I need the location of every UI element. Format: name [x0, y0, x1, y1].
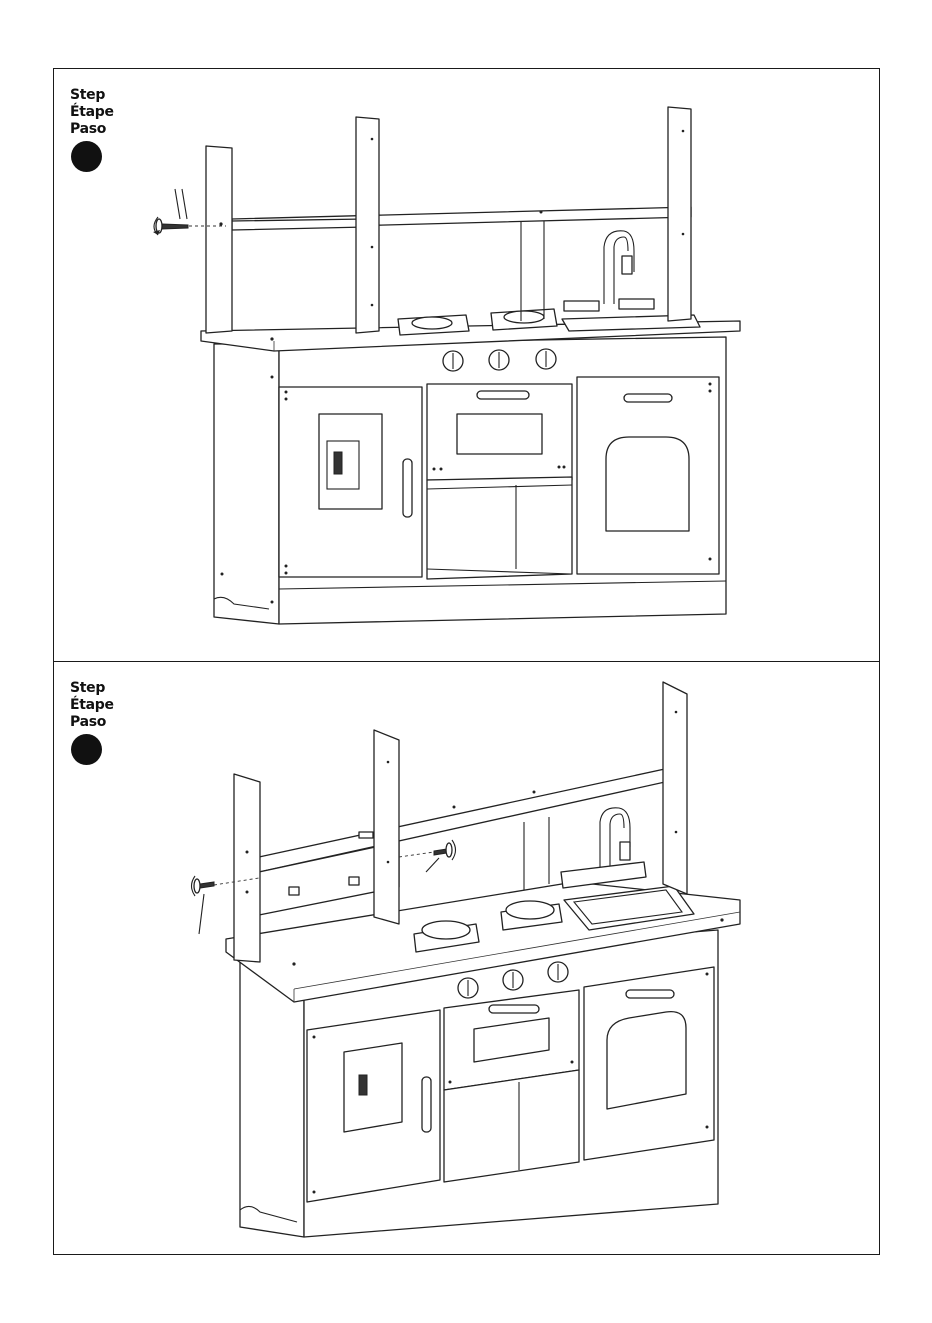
left-upright-panel	[206, 146, 232, 333]
left-upright-panel	[234, 774, 260, 962]
kitchen-assembly-illustration-2	[54, 662, 881, 1256]
middle-upright-panel	[356, 117, 379, 333]
step-panel-1: Step Étape Paso	[53, 68, 880, 662]
open-shelf	[444, 1070, 579, 1182]
step-panel-2: Step Étape Paso	[53, 661, 880, 1255]
middle-upright-panel	[374, 730, 399, 924]
kitchen-assembly-illustration-1	[54, 69, 881, 663]
fridge-door	[279, 387, 422, 577]
dishwasher-door	[577, 377, 719, 574]
dishwasher-door	[584, 967, 714, 1160]
right-upright-panel	[668, 107, 691, 321]
right-upright-panel	[663, 682, 687, 894]
open-shelf	[427, 477, 572, 579]
fridge-door	[307, 1010, 440, 1202]
oven-door	[427, 384, 572, 480]
